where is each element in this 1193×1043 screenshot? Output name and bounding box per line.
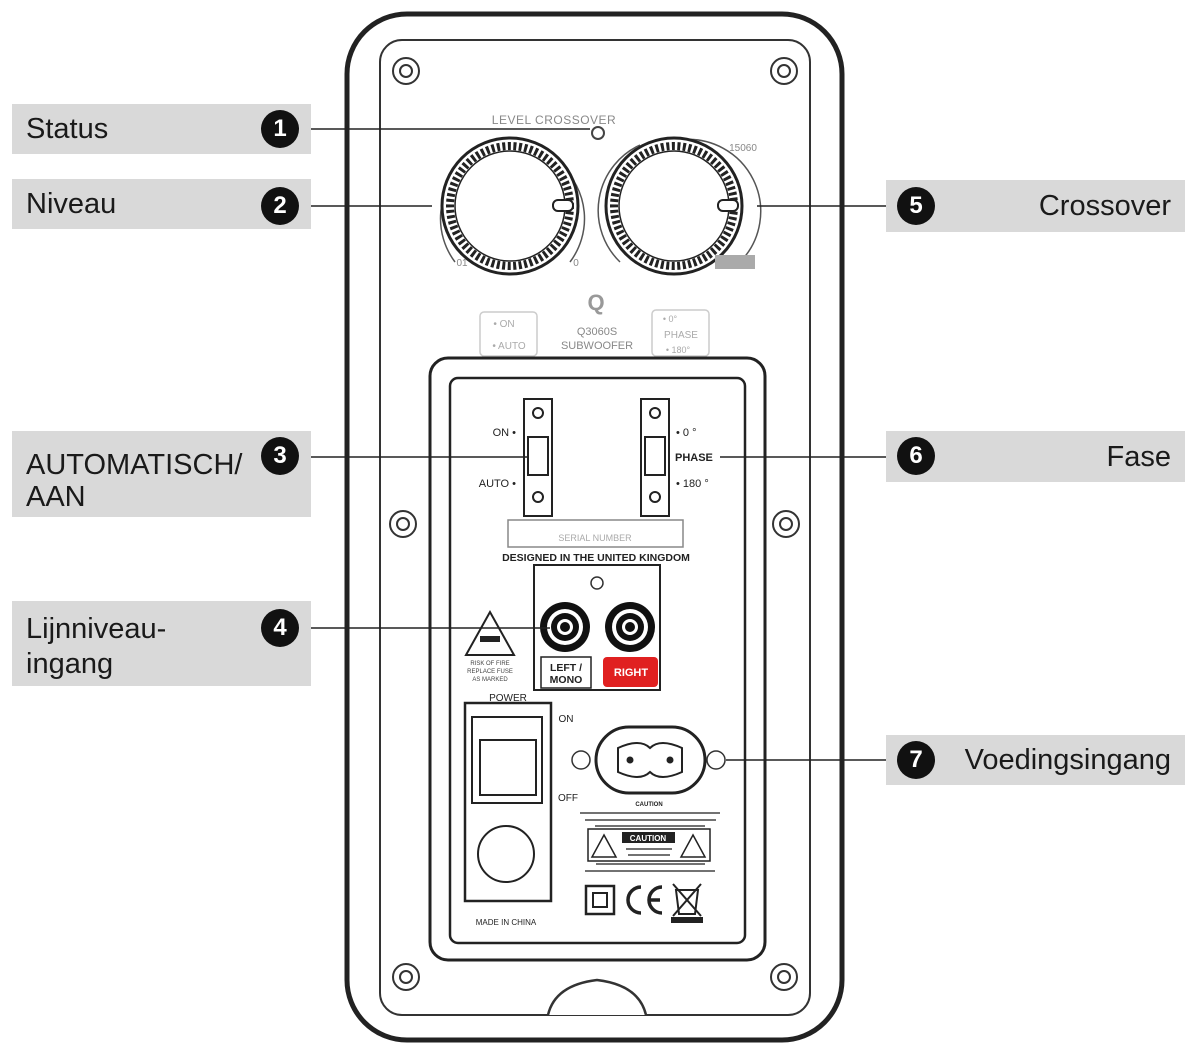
callout-label: Status	[26, 113, 109, 145]
callout-number-badge: 5	[897, 187, 935, 225]
left-mono-label-1: LEFT /	[550, 662, 582, 674]
power-fuse-holder-icon	[477, 825, 535, 883]
left-mono-rca-jack[interactable]	[540, 602, 590, 652]
status-led-icon	[591, 126, 605, 140]
mode-on-label: • ON	[493, 319, 514, 330]
callout-label: AUTOMATISCH/ AAN	[26, 449, 243, 513]
handle-notch	[546, 978, 648, 1016]
right-rca-jack[interactable]	[605, 602, 655, 652]
callout-phase: Fase	[886, 431, 1185, 482]
callout-label: Fase	[1106, 441, 1171, 473]
callout-number-badge: 6	[897, 437, 935, 475]
caution-label: CAUTION	[630, 834, 667, 843]
level-max-label: 0	[573, 258, 579, 269]
mode-auto-label: • AUTO	[492, 341, 526, 352]
caution-label-box	[622, 832, 675, 843]
mode-tab	[479, 311, 538, 357]
caution-lightning-icon	[590, 833, 618, 858]
inlet-screw-right-icon	[706, 750, 726, 770]
phase-switch[interactable]	[640, 398, 670, 517]
power-inlet[interactable]	[594, 725, 707, 795]
caution-box-fine-print	[626, 848, 672, 856]
power-label: POWER	[489, 693, 527, 704]
switch-auto-label: AUTO •	[479, 478, 516, 490]
callout-label: Crossover	[1038, 190, 1171, 222]
callout-number-badge: 7	[897, 741, 935, 779]
switch-180-label: • 180 °	[676, 478, 709, 490]
designed-label: DESIGNED IN THE UNITED KINGDOM	[502, 552, 690, 564]
fuse-warning-icon	[464, 609, 516, 656]
callout-number-badge: 3	[261, 437, 299, 475]
crossover-knob[interactable]	[597, 136, 762, 276]
power-rocker-switch[interactable]	[471, 716, 543, 804]
double-insulation-icon	[584, 884, 616, 916]
right-label-badge	[603, 657, 658, 687]
serial-number-box	[507, 519, 684, 548]
callout-crossover: Crossover	[886, 180, 1185, 232]
left-mono-label-2: MONO	[550, 674, 583, 686]
caution-heading: CAUTION	[635, 802, 662, 808]
switch-phase-label: PHASE	[675, 452, 713, 464]
caution-fine-print	[580, 812, 720, 872]
crossover-scale-bar	[715, 255, 755, 269]
callout-label: Lijnniveau- ingang	[26, 613, 167, 680]
switch-0-label: • 0 °	[676, 427, 696, 439]
level-crossover-label: LEVEL CROSSOVER	[492, 113, 616, 127]
phase-tab	[651, 309, 710, 357]
level-knob[interactable]	[439, 136, 586, 276]
leader-lines	[280, 128, 916, 761]
made-in-label: MADE IN CHINA	[476, 918, 537, 927]
callout-label: Voedingsingang	[964, 744, 1171, 776]
inlet-screw-left-icon	[571, 750, 591, 770]
fuse-line-1: RISK OF FIRE	[470, 661, 509, 667]
callout-number-badge: 4	[261, 609, 299, 647]
on-label: ON	[559, 714, 574, 725]
fuse-line-3: AS MARKED	[472, 677, 508, 683]
off-label: OFF	[558, 793, 578, 804]
crossover-scale-label: 15060	[729, 143, 757, 154]
callout-power-input: Voedingsingang	[886, 735, 1185, 785]
callout-number-badge: 2	[261, 187, 299, 225]
phase-title-label: PHASE	[664, 330, 698, 341]
weee-bin-icon	[671, 883, 703, 923]
callout-number-badge: 1	[261, 110, 299, 148]
right-label: RIGHT	[614, 667, 649, 679]
left-mono-label-box	[540, 656, 592, 689]
phase-0-label: • 0°	[663, 314, 678, 324]
fuse-symbol-icon	[480, 636, 500, 642]
rca-indicator-icon	[590, 576, 604, 590]
caution-exclamation-icon	[679, 833, 707, 858]
level-min-label: 01	[456, 258, 468, 269]
fuse-line-2: REPLACE FUSE	[467, 669, 513, 675]
serial-number-label: SERIAL NUMBER	[558, 533, 632, 543]
phase-180-label: • 180°	[666, 345, 691, 355]
screw-icons	[389, 57, 800, 991]
product-label: SUBWOOFER	[561, 340, 633, 352]
callout-label: Niveau	[26, 188, 117, 220]
model-label: Q3060S	[577, 326, 617, 338]
ce-mark-icon	[626, 885, 663, 915]
q-logo: Q	[587, 290, 604, 315]
double-insulation-inner	[592, 892, 608, 908]
callout-auto-on: AUTOMATISCH/ AAN	[12, 431, 311, 517]
auto-on-switch[interactable]	[523, 398, 553, 517]
callout-line-input: Lijnniveau- ingang	[12, 601, 311, 686]
switch-on-label: ON •	[493, 427, 517, 439]
